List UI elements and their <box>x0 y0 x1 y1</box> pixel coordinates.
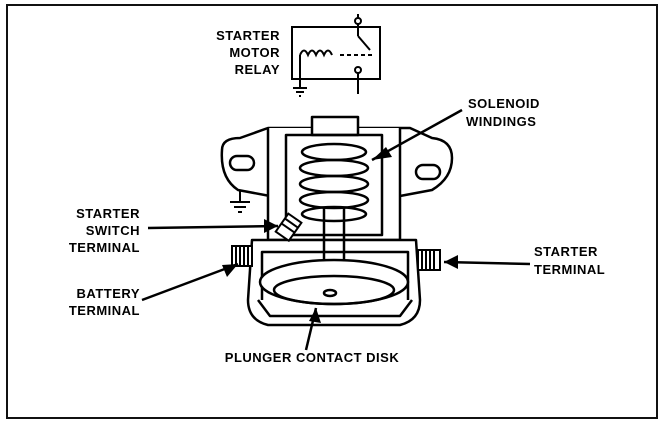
terminals <box>231 212 441 271</box>
starter-switch-label-line-3: TERMINAL <box>69 240 140 255</box>
starter-switch-label-line-2: SWITCH <box>86 223 140 238</box>
solenoid-label-line-2: WINDINGS <box>466 114 536 129</box>
solenoid-windings <box>298 142 370 260</box>
relay-label-line-1: STARTER <box>216 28 280 43</box>
solenoid-body <box>220 115 454 327</box>
battery-label-line-1: BATTERY <box>77 286 140 301</box>
relay-schematic <box>291 14 381 97</box>
starter-switch-label-line-1: STARTER <box>76 206 140 221</box>
ground-icon <box>230 190 250 213</box>
battery-label-line-2: TERMINAL <box>69 303 140 318</box>
arrowheads <box>222 147 458 323</box>
solenoid-label-line-1: SOLENOID <box>468 96 540 111</box>
relay-label-line-2: MOTOR <box>229 45 280 60</box>
relay-label-line-3: RELAY <box>235 62 280 77</box>
starter-terminal-label-line-1: STARTER <box>534 244 598 259</box>
plunger-label: PLUNGER CONTACT DISK <box>225 350 400 365</box>
starter-terminal-label-line-2: TERMINAL <box>534 262 605 277</box>
